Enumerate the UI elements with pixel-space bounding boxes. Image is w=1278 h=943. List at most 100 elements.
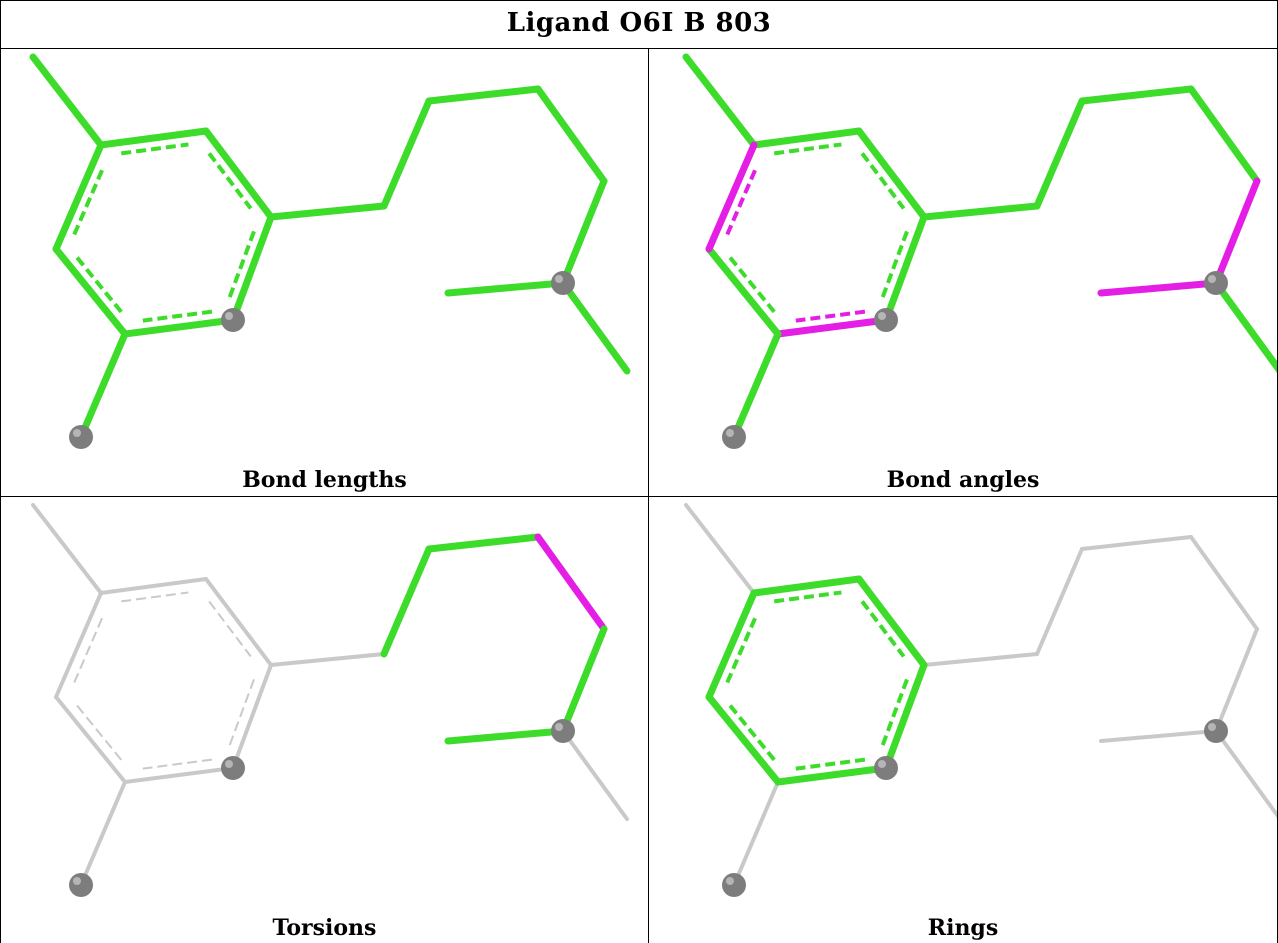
bond-3-4 bbox=[774, 764, 890, 786]
aromatic-dash-4-5 bbox=[76, 704, 123, 761]
aromatic-dash-4-5 bbox=[728, 704, 776, 762]
bond-7-8 bbox=[380, 545, 433, 658]
atom-highlight-3 bbox=[225, 760, 233, 768]
bond-3-4 bbox=[121, 316, 237, 338]
bond-0-1 bbox=[99, 577, 208, 595]
atom-sphere-11 bbox=[1204, 271, 1228, 295]
bond-5-0 bbox=[54, 591, 103, 699]
aromatic-dash-2-3 bbox=[227, 230, 256, 298]
aromatic-dash-1-2 bbox=[860, 152, 906, 210]
bond-11-13 bbox=[1214, 729, 1277, 819]
aromatic-dash-4-5 bbox=[75, 256, 123, 314]
caption-bond-lengths: Bond lengths bbox=[242, 467, 407, 493]
aromatic-dash-0-1 bbox=[773, 142, 842, 156]
aromatic-dash-5-0 bbox=[725, 167, 758, 236]
panel-torsions: Torsions bbox=[1, 497, 648, 943]
aromatic-dash-0-1 bbox=[773, 590, 842, 604]
figure-title: Ligand O6I B 803 bbox=[506, 8, 772, 38]
bond-11-12 bbox=[444, 727, 567, 745]
atom-highlight-3 bbox=[878, 312, 886, 320]
atom-highlight-3 bbox=[878, 760, 886, 768]
atom-sphere-3 bbox=[874, 756, 898, 780]
bond-4-14 bbox=[732, 780, 780, 887]
caption-torsions: Torsions bbox=[272, 915, 377, 941]
molecule-torsions bbox=[31, 503, 629, 897]
atom-sphere-3 bbox=[874, 308, 898, 332]
molecule-bond-lengths bbox=[29, 53, 631, 449]
bond-7-8 bbox=[1033, 97, 1086, 210]
column-divider bbox=[648, 48, 649, 943]
molecule-bond-angles bbox=[682, 53, 1277, 449]
aromatic-dash-2-3 bbox=[880, 678, 909, 746]
bond-3-4 bbox=[123, 766, 235, 784]
bond-9-10 bbox=[1189, 535, 1259, 631]
bond-4-5 bbox=[705, 245, 782, 338]
atom-sphere-14 bbox=[722, 873, 746, 897]
atom-highlight-11 bbox=[555, 275, 563, 283]
panel-bond-lengths: Bond lengths bbox=[1, 49, 648, 496]
aromatic-dash-3-4 bbox=[795, 757, 866, 771]
bond-8-9 bbox=[425, 533, 542, 553]
caption-rings: Rings bbox=[927, 915, 999, 941]
aromatic-dash-3-4 bbox=[795, 309, 866, 323]
aromatic-dash-4-5 bbox=[728, 256, 776, 314]
atom-highlight-14 bbox=[726, 429, 734, 437]
row-divider bbox=[0, 496, 1278, 497]
bond-11-13 bbox=[561, 729, 629, 821]
aromatic-dash-5-0 bbox=[73, 615, 104, 683]
bond-2-7 bbox=[269, 652, 386, 667]
atom-sphere-3 bbox=[221, 308, 245, 332]
bond-3-4 bbox=[774, 316, 890, 338]
bond-4-5 bbox=[52, 245, 129, 338]
bond-2-3 bbox=[231, 663, 273, 770]
bond-1-2 bbox=[855, 575, 928, 669]
bond-0-6 bbox=[31, 503, 103, 595]
bond-4-14 bbox=[79, 780, 127, 887]
atom-highlight-11 bbox=[555, 723, 563, 731]
aromatic-dash-3-4 bbox=[142, 758, 213, 770]
atom-sphere-3 bbox=[221, 756, 245, 780]
aromatic-dash-2-3 bbox=[880, 230, 909, 298]
bond-2-3 bbox=[882, 213, 928, 324]
bond-0-1 bbox=[750, 575, 863, 597]
bond-1-2 bbox=[204, 577, 273, 667]
bond-8-9 bbox=[1078, 85, 1195, 105]
molecule-rings bbox=[684, 503, 1277, 897]
aromatic-dash-1-2 bbox=[208, 600, 252, 658]
bond-2-3 bbox=[882, 661, 928, 772]
bond-0-6 bbox=[682, 53, 758, 149]
bond-9-10 bbox=[534, 533, 608, 633]
bond-10-11 bbox=[559, 625, 608, 735]
bond-11-13 bbox=[1212, 279, 1277, 373]
bond-0-1 bbox=[97, 127, 210, 149]
atom-highlight-11 bbox=[1208, 723, 1216, 731]
aromatic-dash-5-0 bbox=[725, 615, 758, 684]
bond-11-12 bbox=[444, 279, 567, 297]
bond-4-14 bbox=[77, 330, 129, 441]
aromatic-dash-3-4 bbox=[142, 309, 213, 323]
bond-2-7 bbox=[267, 202, 388, 221]
bond-0-6 bbox=[684, 503, 756, 595]
bond-7-8 bbox=[380, 97, 433, 210]
atom-highlight-11 bbox=[1208, 275, 1216, 283]
panel-bond-angles: Bond angles bbox=[649, 49, 1277, 496]
aromatic-dash-5-0 bbox=[72, 167, 105, 236]
aromatic-dash-0-1 bbox=[121, 591, 189, 603]
bond-5-0 bbox=[52, 141, 105, 253]
atom-sphere-14 bbox=[722, 425, 746, 449]
bond-11-13 bbox=[559, 279, 631, 375]
aromatic-dash-2-3 bbox=[228, 679, 255, 746]
bond-5-0 bbox=[705, 589, 758, 701]
border-left bbox=[0, 0, 1, 943]
bond-1-2 bbox=[202, 127, 275, 221]
bond-2-7 bbox=[920, 202, 1041, 221]
atom-sphere-14 bbox=[69, 873, 93, 897]
bond-4-14 bbox=[730, 330, 782, 441]
atom-sphere-14 bbox=[69, 425, 93, 449]
bond-5-0 bbox=[705, 141, 758, 253]
aromatic-dash-1-2 bbox=[860, 600, 906, 658]
bond-11-12 bbox=[1097, 279, 1220, 297]
atom-highlight-14 bbox=[726, 877, 734, 885]
atom-sphere-11 bbox=[1204, 719, 1228, 743]
panel-rings: Rings bbox=[649, 497, 1277, 943]
